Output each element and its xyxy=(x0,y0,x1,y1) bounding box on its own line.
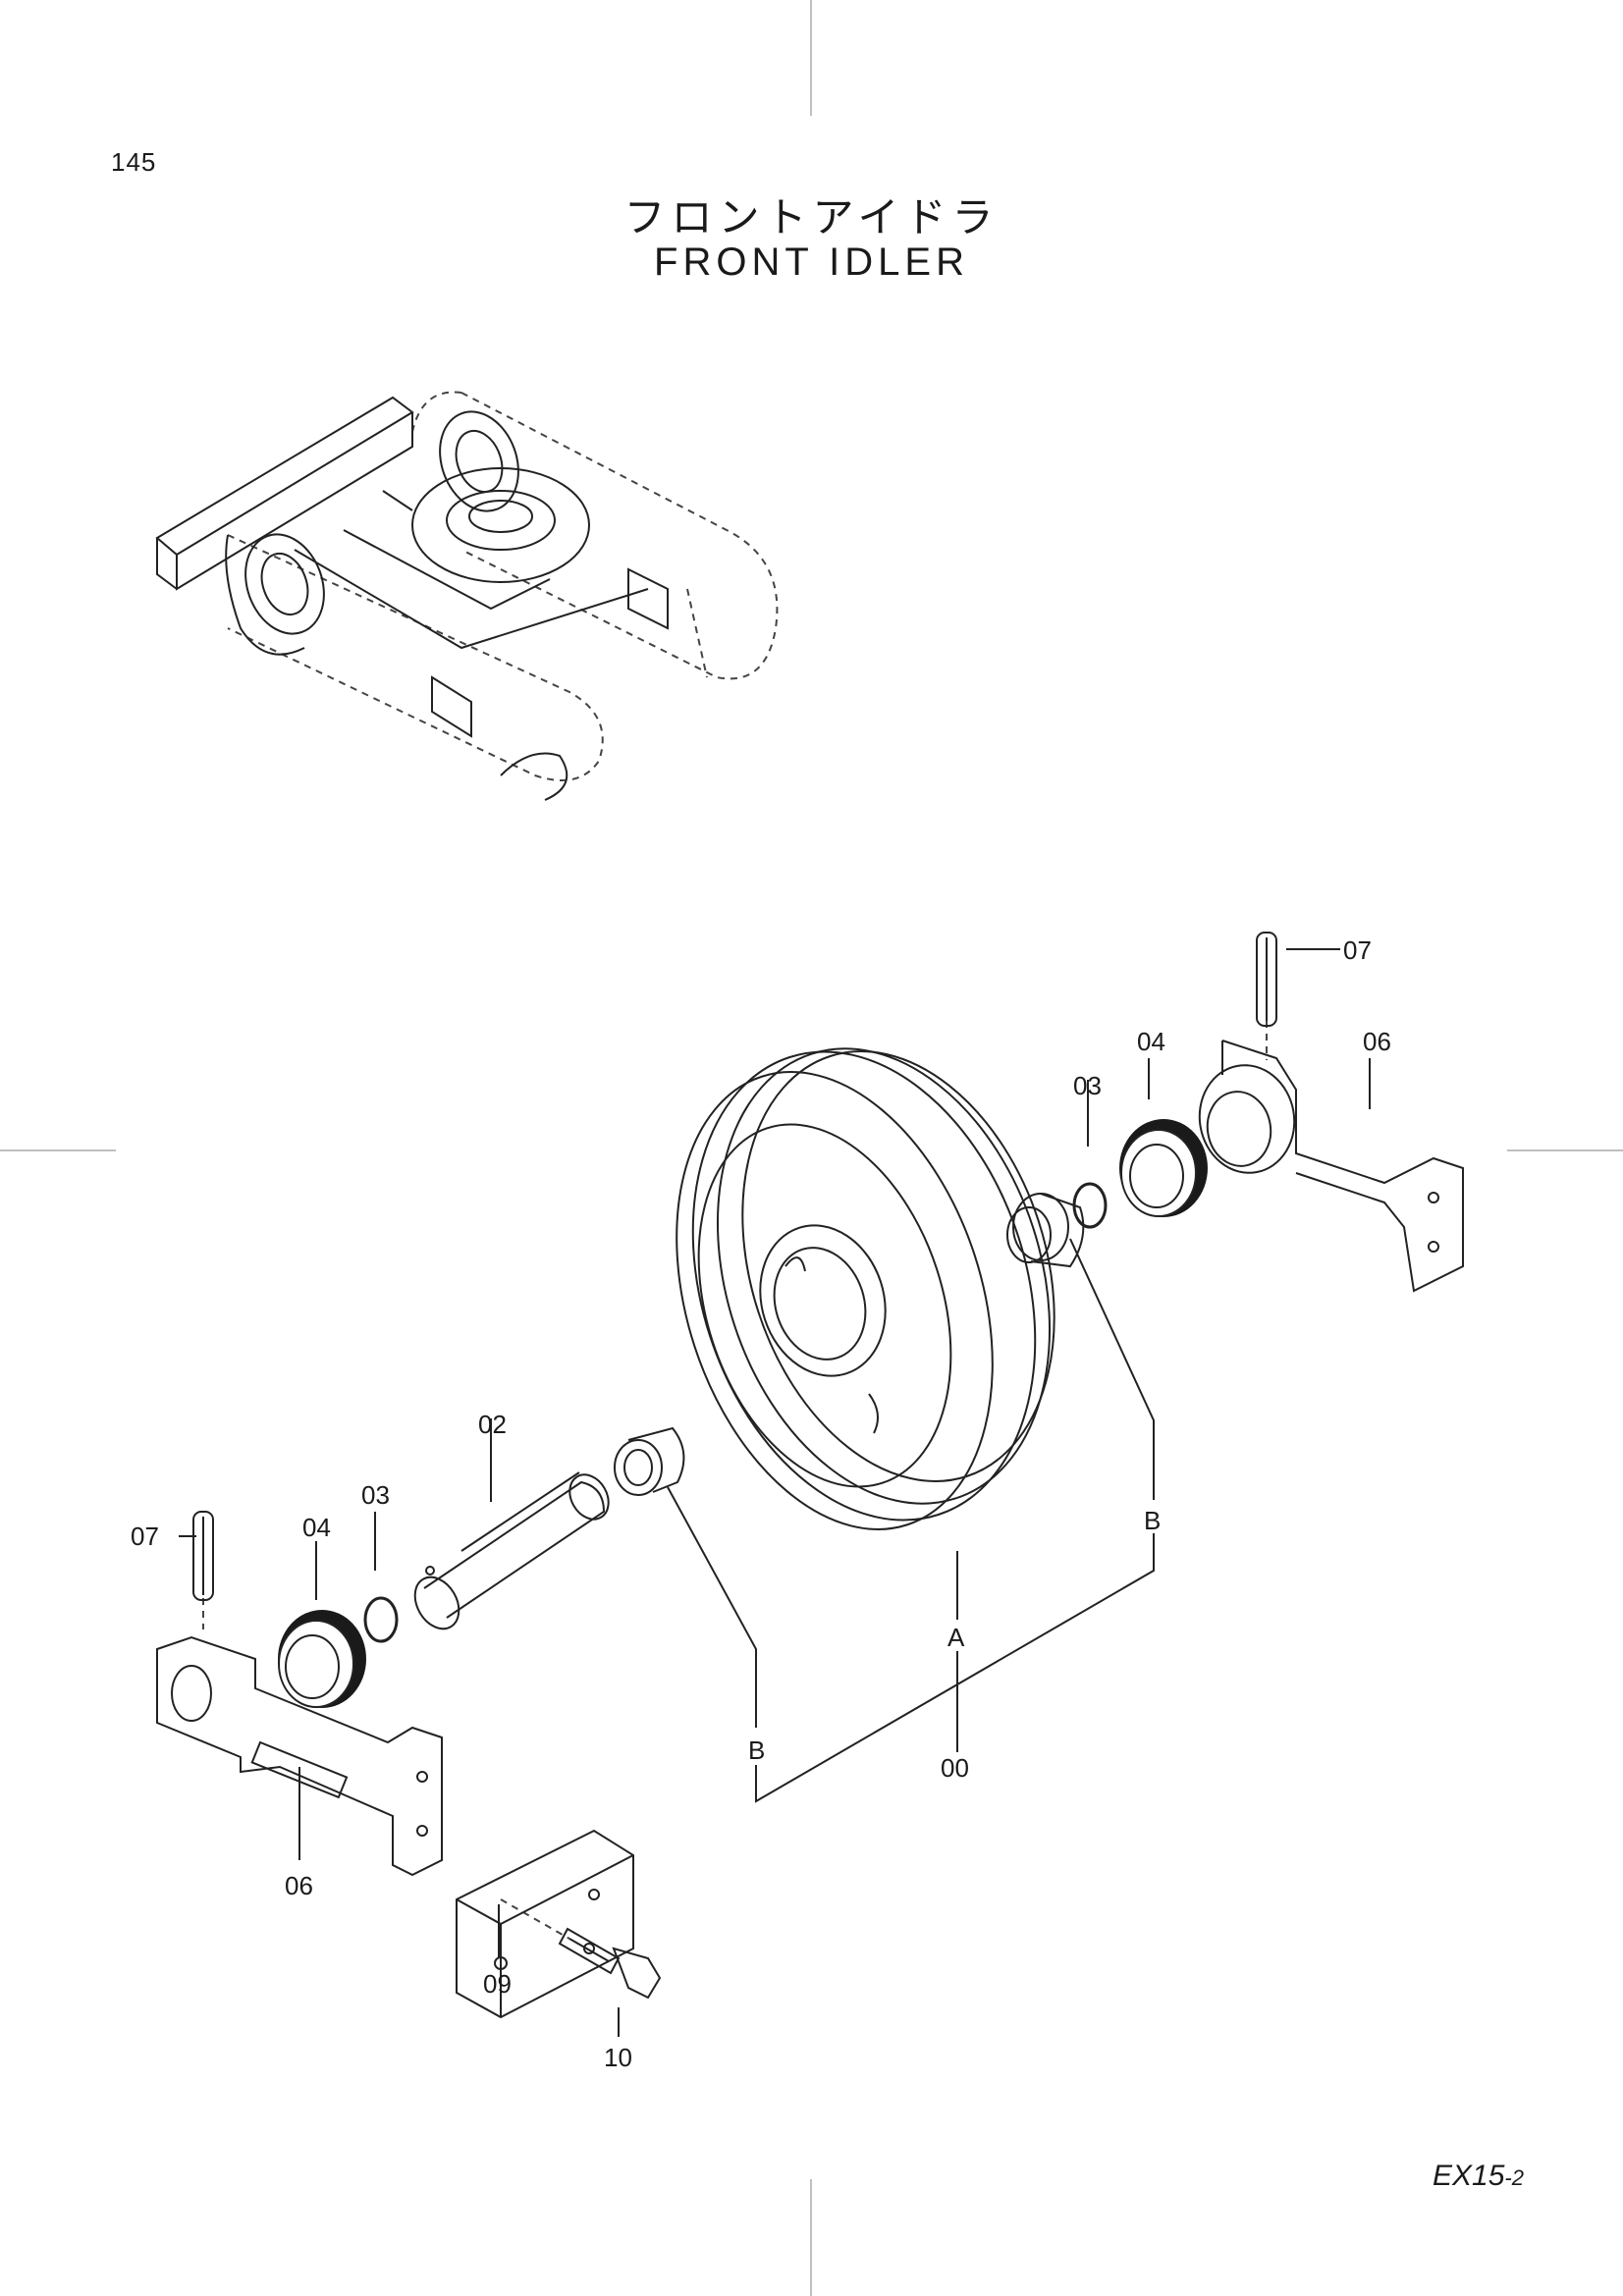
callout-03-left: 03 xyxy=(361,1480,390,1510)
model-code: EX15-2 xyxy=(1433,2160,1524,2193)
page-title-japanese: フロントアイドラ xyxy=(623,193,1000,241)
callout-06-right: 06 xyxy=(1363,1027,1391,1056)
callout-06-left: 06 xyxy=(285,1871,313,1900)
part-00-front-idler-wheel xyxy=(676,1047,1055,1530)
page-title: FRONT IDLER xyxy=(654,240,969,284)
callout-07-left: 07 xyxy=(131,1522,159,1551)
callout-02: 02 xyxy=(478,1410,507,1439)
part-09-plate xyxy=(456,1829,634,2019)
part-07-spring-pin-left xyxy=(192,1511,214,1601)
part-02-idler-shaft xyxy=(413,1471,610,1630)
model-code-suffix: -2 xyxy=(1504,2165,1524,2190)
part-06-yoke-left xyxy=(156,1635,443,1877)
undercarriage-overview xyxy=(155,391,779,801)
callout-00: 00 xyxy=(941,1753,969,1783)
part-03-o-ring-right xyxy=(1072,1182,1108,1229)
part-10-bolt xyxy=(558,1927,662,2000)
callout-b-right: B xyxy=(1144,1506,1161,1535)
part-06-yoke-right xyxy=(1198,1040,1464,1293)
part-04-floating-seal-right xyxy=(1119,1119,1208,1217)
callout-04-left: 04 xyxy=(302,1513,331,1542)
callout-labels: 07 06 04 03 B A 00 B 02 03 04 07 06 09 1… xyxy=(131,935,1391,2072)
model-code-main: EX15 xyxy=(1433,2160,1505,2192)
hidden-centerlines xyxy=(202,1021,1268,1940)
bushing-right xyxy=(1006,1193,1085,1268)
part-04-floating-seal-left xyxy=(278,1610,366,1708)
callout-09: 09 xyxy=(483,1969,512,1999)
callout-b-left: B xyxy=(748,1735,765,1765)
part-07-spring-pin-right xyxy=(1256,932,1277,1027)
callout-07-right: 07 xyxy=(1343,935,1372,965)
callout-10: 10 xyxy=(604,2043,632,2072)
page-number: 145 xyxy=(111,147,157,177)
callout-04-right: 04 xyxy=(1137,1027,1165,1056)
callout-03-right: 03 xyxy=(1073,1071,1102,1100)
bushing-left xyxy=(614,1426,685,1496)
callout-a: A xyxy=(947,1623,965,1652)
leader-lines xyxy=(179,948,1371,2037)
part-03-o-ring-left xyxy=(363,1596,399,1643)
